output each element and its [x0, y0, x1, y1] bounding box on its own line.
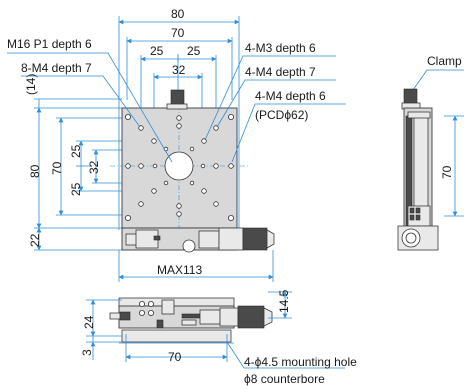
- front-micrometer-sleeve: [199, 309, 221, 325]
- dim-spacing-25-left: 25: [150, 44, 164, 58]
- dim-width-70: 70: [171, 26, 185, 40]
- side-height-70: 70: [440, 165, 454, 179]
- front-height-24: 24: [82, 315, 96, 329]
- front-width-70: 70: [168, 350, 182, 364]
- front-height-14-5: 14.5: [277, 289, 291, 313]
- mounting-holes: [125, 114, 234, 221]
- clamp-knob-side[interactable]: [403, 88, 418, 104]
- dim-offset-22: 22: [28, 233, 42, 247]
- callout-m16: M16 P1 depth 6: [7, 37, 92, 51]
- dim-height-80: 80: [28, 164, 42, 178]
- dim-v25-top: 25: [69, 144, 83, 158]
- front-micrometer-thimble[interactable]: [237, 305, 265, 329]
- side-view: Clamp 70: [397, 54, 464, 251]
- micrometer-thimble[interactable]: [242, 227, 268, 251]
- front-offset-3: 3: [80, 349, 94, 356]
- dim-spacing-32: 32: [172, 63, 186, 77]
- callout-m4-depth6-4x: 4-M4 depth 6: [255, 89, 326, 103]
- dim-offset-14: (14): [24, 74, 38, 95]
- callout-m3-depth6-4x: 4-M3 depth 6: [245, 41, 316, 55]
- callout-mounting-hole: 4-ϕ4.5 mounting hole: [244, 355, 357, 369]
- dim-spacing-25-right: 25: [187, 44, 201, 58]
- clamp-knob-top[interactable]: [170, 89, 185, 106]
- dim-height-70: 70: [50, 161, 64, 175]
- center-aperture: [164, 151, 194, 181]
- dim-v25-bottom: 25: [69, 182, 83, 196]
- callout-counterbore: ϕ8 counterbore: [244, 372, 325, 386]
- clamp-label: Clamp: [427, 54, 462, 68]
- top-view: 80 70 25 25 32 (14) 80 22 70 25 25 32: [7, 7, 346, 282]
- dim-max-length: MAX113: [157, 263, 202, 277]
- dim-v32: 32: [87, 160, 101, 174]
- micrometer-sleeve: [198, 230, 220, 249]
- dim-width-80: 80: [171, 7, 185, 21]
- callout-m4-depth7-4x: 4-M4 depth 7: [245, 65, 316, 79]
- callout-m4-depth7-8x: 8-M4 depth 7: [21, 61, 92, 75]
- front-view: 24 3 14.5 70 4-ϕ4.5 mounting hole ϕ8 cou…: [80, 289, 357, 386]
- callout-pcd: (PCDϕ62): [255, 108, 308, 122]
- lower-hole: [182, 239, 196, 253]
